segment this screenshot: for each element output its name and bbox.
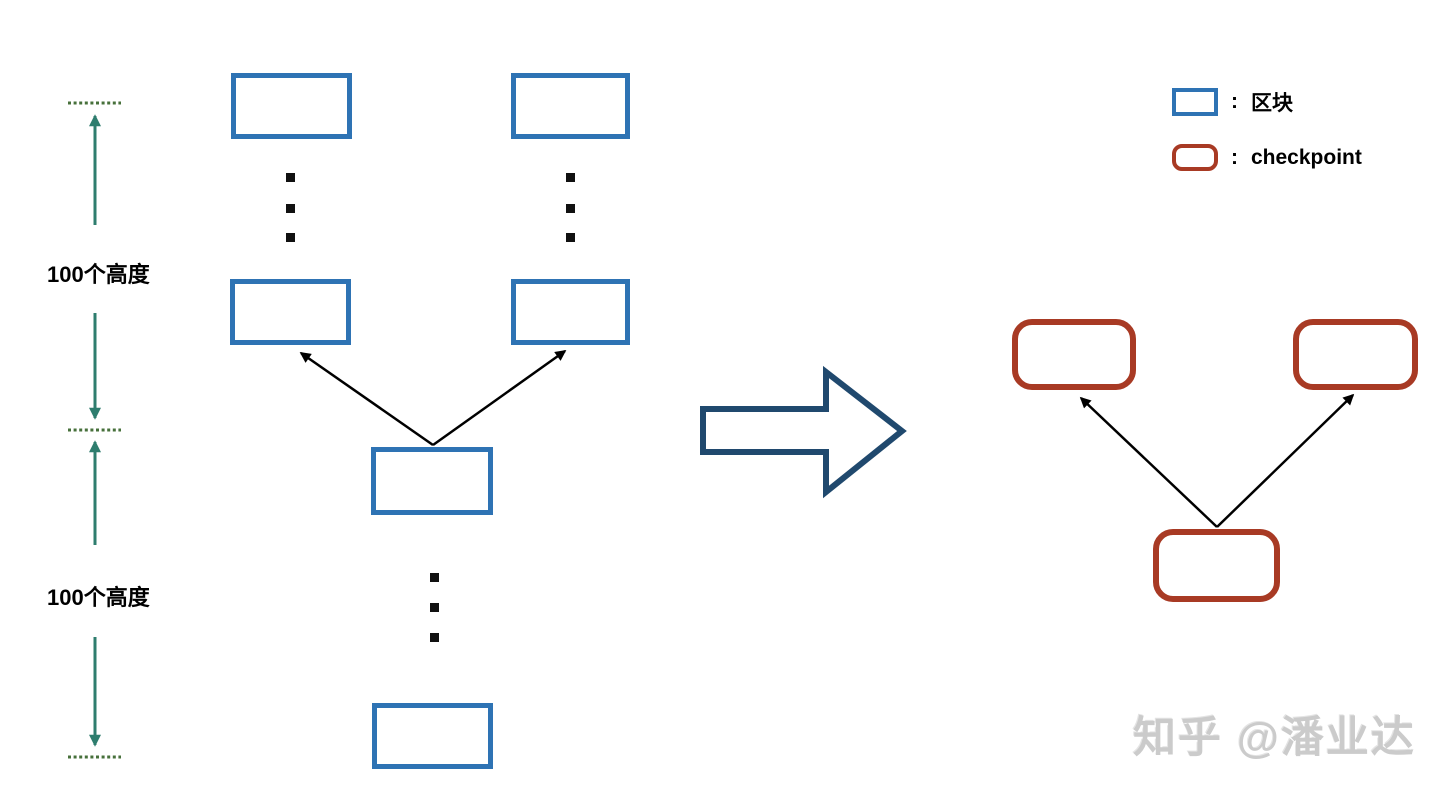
ellipsis-dot (286, 233, 295, 242)
ellipsis-dot (430, 603, 439, 612)
checkpoint-left (1012, 319, 1136, 390)
height-label-upper: 100个高度 (47, 262, 150, 287)
ellipsis-dot (566, 233, 575, 242)
block-swatch-icon (1172, 88, 1218, 116)
legend-separator: : (1231, 145, 1238, 169)
block-top-left (231, 73, 352, 139)
fork-arrow-block-left (299, 351, 434, 447)
checkpoint-swatch-icon (1172, 144, 1218, 171)
block-bottom (372, 703, 493, 769)
fork-arrow-block-right (432, 349, 567, 447)
legend-row-checkpoint: : checkpoint (1172, 144, 1362, 171)
legend-label-checkpoint: checkpoint (1251, 145, 1362, 169)
watermark-text: 知乎 @潘业达 (1133, 714, 1416, 762)
block-mid-left (230, 279, 351, 345)
height-label-lower: 100个高度 (47, 585, 150, 610)
block-top-right (511, 73, 630, 139)
ellipsis-dot (566, 173, 575, 182)
ellipsis-dot (286, 204, 295, 213)
block-mid-right (511, 279, 630, 345)
legend-row-block: : 区块 (1172, 87, 1293, 117)
ellipsis-dot (286, 173, 295, 182)
checkpoint-bottom (1153, 529, 1280, 602)
ellipsis-dot (430, 573, 439, 582)
fork-arrow-checkpoint-right (1216, 393, 1355, 528)
fork-arrow-checkpoint-left (1079, 396, 1218, 528)
legend-separator: : (1231, 90, 1238, 113)
ellipsis-dot (430, 633, 439, 642)
legend-label-block: 区块 (1251, 92, 1293, 115)
checkpoint-right (1293, 319, 1418, 390)
block-fork (371, 447, 493, 515)
ellipsis-dot (566, 204, 575, 213)
big-right-arrow (700, 365, 907, 499)
